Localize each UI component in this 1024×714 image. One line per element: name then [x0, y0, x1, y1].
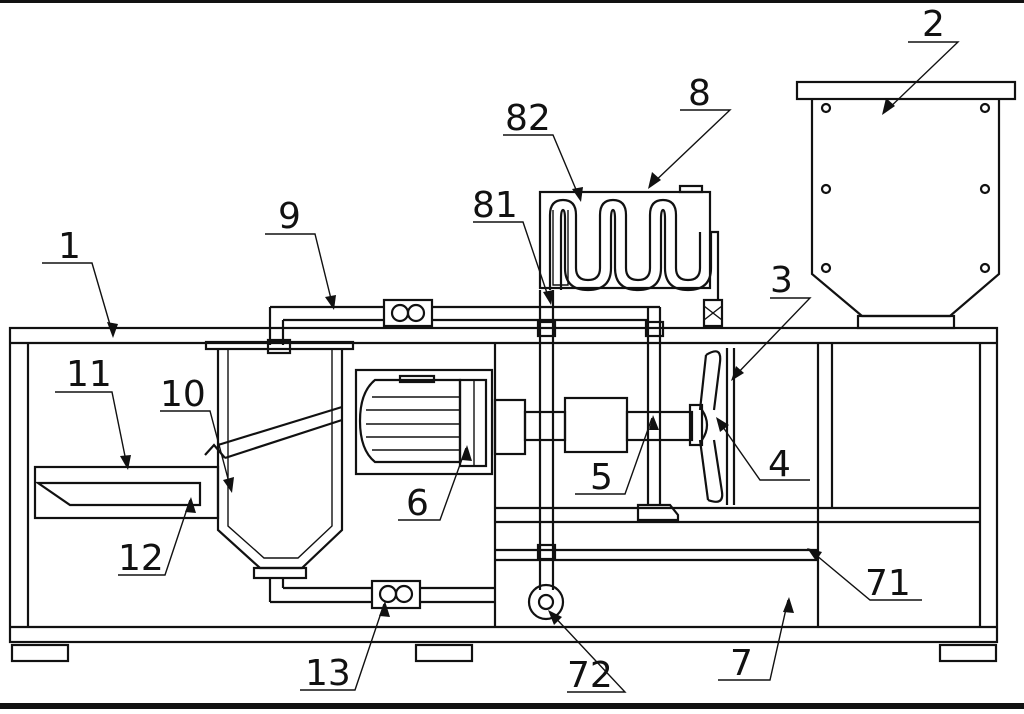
drive-shaft [493, 396, 709, 456]
label-6: 6 [406, 483, 429, 524]
cooling-box [538, 184, 724, 328]
bottom-conveyor [495, 548, 818, 621]
cutter-blade [698, 348, 736, 505]
label-81: 81 [472, 185, 518, 226]
label-71: 71 [865, 563, 911, 604]
label-8: 8 [688, 73, 711, 114]
bottom-pipe [268, 578, 494, 610]
feed-hopper [795, 80, 1017, 330]
label-82: 82 [505, 98, 551, 139]
label-3: 3 [770, 260, 793, 301]
label-1: 1 [58, 226, 81, 267]
label-7: 7 [730, 643, 753, 684]
label-5: 5 [590, 457, 613, 498]
label-4: 4 [768, 444, 791, 485]
label-9: 9 [278, 196, 301, 237]
label-12: 12 [118, 538, 164, 579]
label-13: 13 [305, 653, 351, 694]
arrow-heads [107, 98, 895, 625]
motor [354, 368, 494, 476]
label-2: 2 [922, 4, 945, 45]
bottom-border [0, 703, 1024, 709]
main-frame [8, 326, 999, 663]
label-72: 72 [567, 655, 613, 696]
label-10: 10 [160, 374, 206, 415]
label-11: 11 [66, 354, 112, 395]
leader-lines [42, 41, 960, 693]
mixing-tank [204, 338, 355, 580]
top-border [0, 0, 1024, 3]
